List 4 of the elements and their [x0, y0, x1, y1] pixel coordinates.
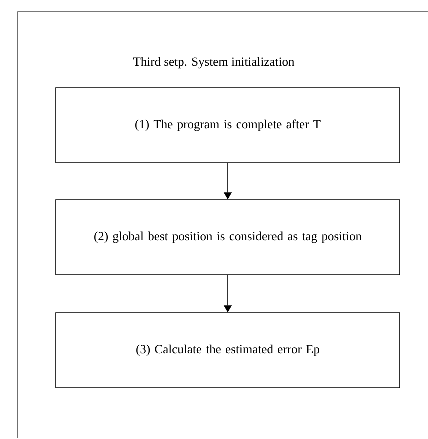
process-box: (3) Calculate the estimated error Ep [56, 312, 400, 388]
process-box: (1) The program is complete after T [56, 88, 400, 164]
process-box: (2) global best position is considered as tag position [56, 200, 400, 276]
title: Third setp. System initialization [134, 57, 295, 69]
